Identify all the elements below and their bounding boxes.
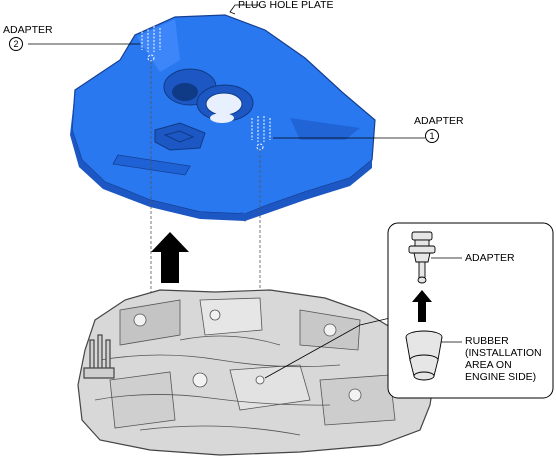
plug-hole-plate-label: PLUG HOLE PLATE	[238, 0, 334, 11]
plug-hole-plate	[70, 14, 376, 222]
rubber-label-line-2: (INSTALLATION	[465, 347, 542, 359]
inset-rubber-drawing	[405, 330, 443, 381]
up-arrow-left	[151, 232, 189, 283]
callout-number-2: 2	[9, 37, 23, 51]
inset-leader	[264, 317, 391, 379]
rubber-label-line-3: AREA ON	[465, 359, 512, 371]
rubber-label-line-1: RUBBER	[465, 335, 509, 347]
inset-adapter-drawing	[408, 231, 436, 284]
inset-up-arrow	[412, 290, 432, 322]
inset-adapter-label: ADAPTER	[465, 252, 515, 264]
rubber-label-line-4: ENGINE SIDE)	[465, 371, 537, 383]
engine-assembly	[77, 289, 436, 456]
inset-rubber-label: RUBBER (INSTALLATION AREA ON ENGINE SIDE…	[465, 335, 553, 383]
callout-number-1: 1	[425, 129, 439, 143]
detail-inset	[387, 222, 554, 399]
leader-lines	[28, 4, 425, 139]
adapter-1-label: ADAPTER	[414, 115, 464, 127]
adapter-2-label: ADAPTER	[3, 24, 53, 36]
